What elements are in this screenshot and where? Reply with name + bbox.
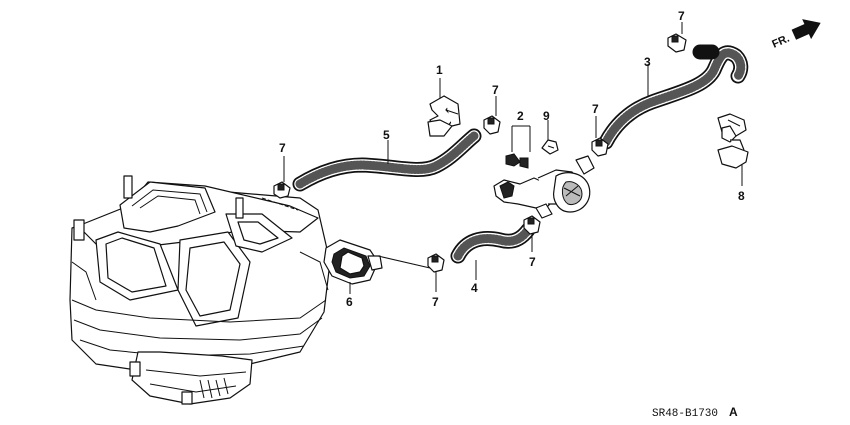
hose-clamp-7-e (427, 253, 445, 273)
grommet-9 (541, 139, 559, 155)
front-direction-label: FR. (770, 33, 791, 51)
callout-4: 4 (471, 281, 478, 295)
callout-1: 1 (436, 63, 443, 77)
hose-clamp-7-b (483, 115, 501, 135)
callout-5: 5 (383, 128, 390, 142)
callout-7-d: 7 (678, 9, 685, 23)
hose-3 (598, 44, 749, 150)
callout-6: 6 (346, 295, 353, 309)
front-direction-indicator: FR. (770, 19, 821, 51)
callout-3: 3 (644, 55, 651, 69)
callout-7-b: 7 (492, 83, 499, 97)
hose-4 (450, 222, 536, 264)
front-arrow-icon (791, 19, 821, 40)
heater-unit (69, 175, 331, 405)
seal-plate-6 (323, 239, 383, 285)
bracket-1 (427, 95, 461, 137)
callout-7-c: 7 (592, 102, 599, 116)
callout-7-f: 7 (529, 255, 536, 269)
hose-clamp-7-a (273, 181, 291, 199)
callout-7-e: 7 (432, 295, 439, 309)
callout-8: 8 (738, 189, 745, 203)
hose-clamp-7-d (667, 33, 687, 53)
callout-7-a: 7 (279, 141, 286, 155)
diagram-code-suffix: A (729, 405, 738, 419)
callout-9: 9 (543, 109, 550, 123)
hose-clamp-7-c (591, 137, 609, 157)
hose-5 (292, 128, 482, 192)
bracket-8 (717, 113, 749, 169)
diagram-code: SR48-B1730 (652, 408, 718, 420)
hose-clamp-7-f (523, 215, 541, 235)
water-valve-2 (493, 153, 595, 219)
callout-2: 2 (517, 109, 524, 123)
